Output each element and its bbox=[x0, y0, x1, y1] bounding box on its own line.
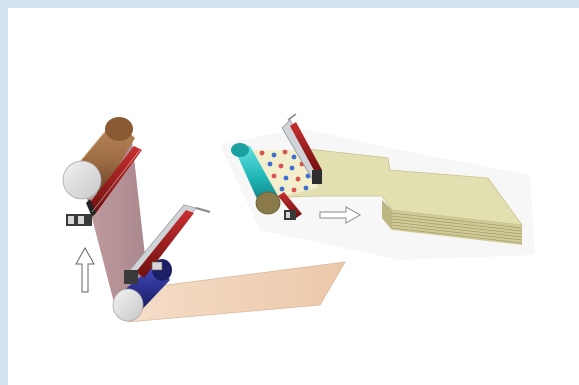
up-arrow-icon bbox=[76, 248, 94, 292]
right-coating-station bbox=[220, 114, 535, 260]
